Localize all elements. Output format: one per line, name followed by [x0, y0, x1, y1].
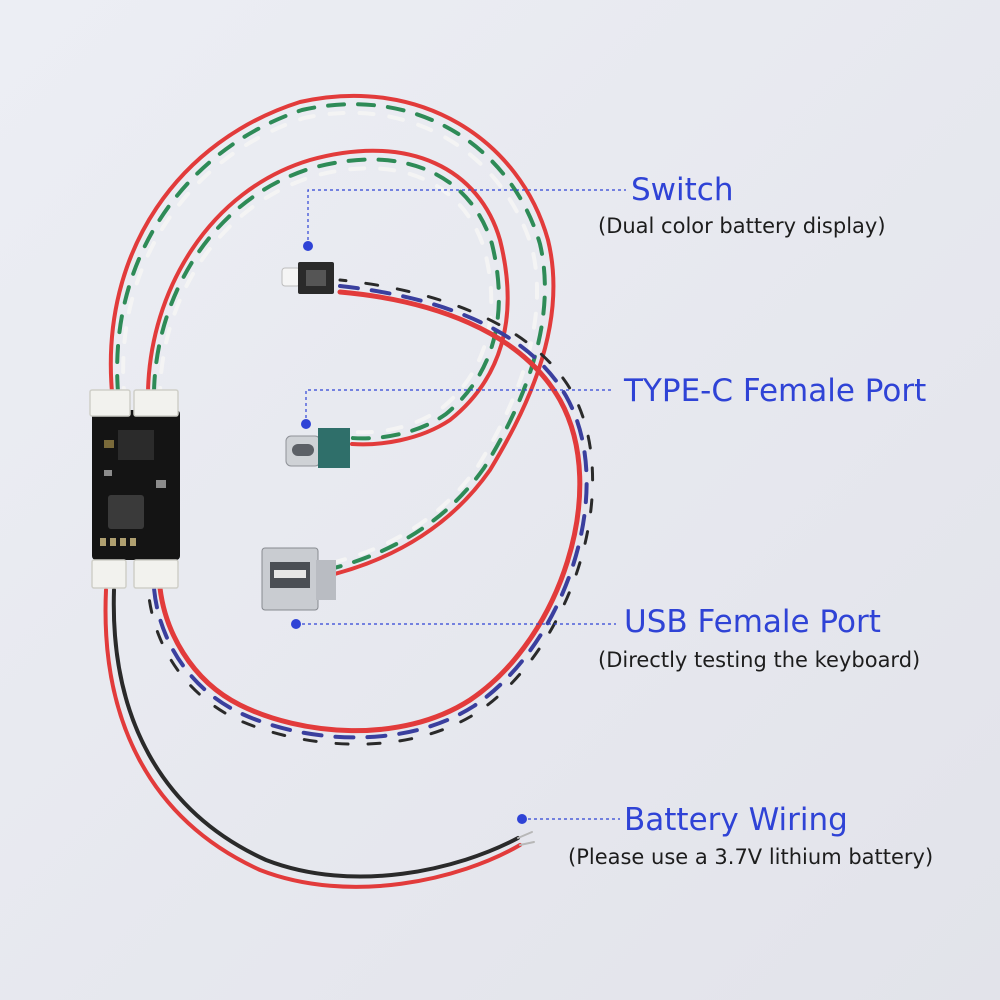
usb-a-port — [261, 547, 336, 611]
switch-subtitle: (Dual color battery display) — [598, 214, 886, 238]
pcb-module — [89, 389, 180, 589]
battery-subtitle: (Please use a 3.7V lithium battery) — [568, 845, 934, 869]
battery-title: Battery Wiring — [624, 802, 848, 838]
battery-cable — [103, 588, 535, 889]
callout-dots — [291, 241, 527, 824]
switch-leader-line — [307, 189, 626, 246]
typec-cable — [146, 148, 510, 447]
usb-cable — [108, 93, 556, 580]
switch-cable — [146, 278, 594, 746]
callout-leaders — [296, 189, 626, 820]
usb-dot — [291, 619, 301, 629]
type-c-port — [285, 428, 350, 468]
switch-title: Switch — [631, 172, 734, 208]
usb-subtitle: (Directly testing the keyboard) — [598, 648, 921, 672]
typec-title: TYPE-C Female Port — [624, 373, 927, 409]
switch-dot — [303, 241, 313, 251]
battery-dot — [517, 814, 527, 824]
cable-harnesses — [103, 93, 594, 889]
typec-dot — [301, 419, 311, 429]
usb-title: USB Female Port — [624, 604, 881, 640]
push-switch — [281, 262, 334, 294]
